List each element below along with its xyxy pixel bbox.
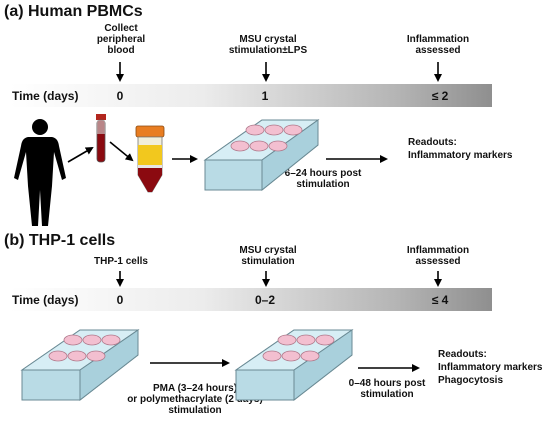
panel-b-title: (b) THP-1 cells (4, 232, 116, 249)
step-msu-stimulation: MSU crystal stimulation (239, 245, 297, 267)
time-axis-label-a: Time (days) (12, 89, 79, 103)
conical-tube-icon (135, 125, 165, 193)
step-msu-stimulation-lps: MSU crystal stimulation±LPS (228, 34, 308, 56)
time-tick-b-2: ≤ 4 (431, 293, 449, 307)
step-inflammation-assessed: Inflammation assessed (406, 34, 470, 56)
time-tick-b-0: 0 (116, 293, 124, 307)
step-collect-blood: Collect peripheral blood (96, 23, 146, 56)
well-plate-a (203, 119, 320, 192)
readouts-b: Readouts: Inflammatory markers Phagocyto… (438, 349, 543, 386)
timepoint-arrows-a (116, 62, 442, 82)
arrow-tube-to-falcon (109, 141, 134, 162)
arrow-person-to-tube (67, 146, 94, 163)
time-tick-a-1: 1 (261, 89, 269, 103)
step-inflammation-assessed-b: Inflammation assessed (406, 245, 470, 267)
well-plate-b1 (20, 329, 140, 402)
incubation-label-b: 0–48 hours post stimulation (348, 378, 426, 400)
readouts-a: Readouts: Inflammatory markers (408, 137, 513, 161)
step-thp1-cells: THP-1 cells (94, 256, 148, 267)
timeline-bar-b (10, 288, 492, 311)
timeline-bar-a (10, 84, 492, 107)
time-tick-a-2: ≤ 2 (431, 89, 449, 103)
well-plate-b2 (234, 329, 354, 402)
time-tick-b-1: 0–2 (254, 293, 276, 307)
panel-a-title: (a) Human PBMCs (4, 3, 143, 20)
time-tick-a-0: 0 (116, 89, 124, 103)
blood-tube-icon (96, 114, 106, 163)
time-axis-label-b: Time (days) (12, 293, 79, 307)
human-silhouette-icon (14, 119, 66, 226)
timepoint-arrows-b (116, 271, 442, 287)
incubation-label-a: 6–24 hours post stimulation (284, 168, 362, 190)
